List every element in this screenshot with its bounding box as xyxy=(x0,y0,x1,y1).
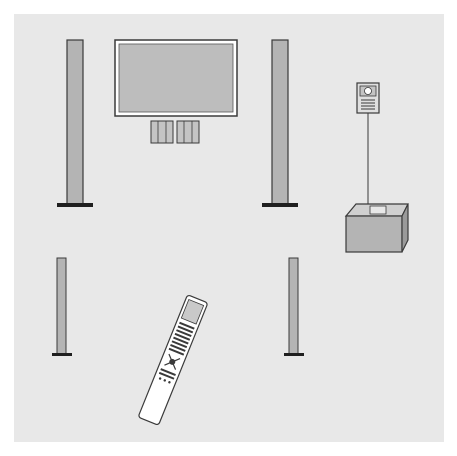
cd-disc-icon xyxy=(365,88,372,95)
front-left-speaker-body xyxy=(67,40,83,204)
rear-right-speaker-base xyxy=(284,353,304,356)
flat-screen-tv xyxy=(115,40,237,116)
rear-right-speaker-body xyxy=(289,258,298,354)
subwoofer-slot xyxy=(370,206,386,214)
subwoofer xyxy=(346,204,408,252)
rear-left-speaker-base xyxy=(52,353,72,356)
subwoofer-front xyxy=(346,216,402,252)
front-left-speaker-base xyxy=(57,203,93,207)
center-speaker-right xyxy=(177,121,199,143)
center-speaker-left xyxy=(151,121,173,143)
front-right-speaker-body xyxy=(272,40,288,204)
tv-screen xyxy=(119,44,233,112)
front-right-speaker-base xyxy=(262,203,298,207)
rear-left-speaker-body xyxy=(57,258,66,354)
